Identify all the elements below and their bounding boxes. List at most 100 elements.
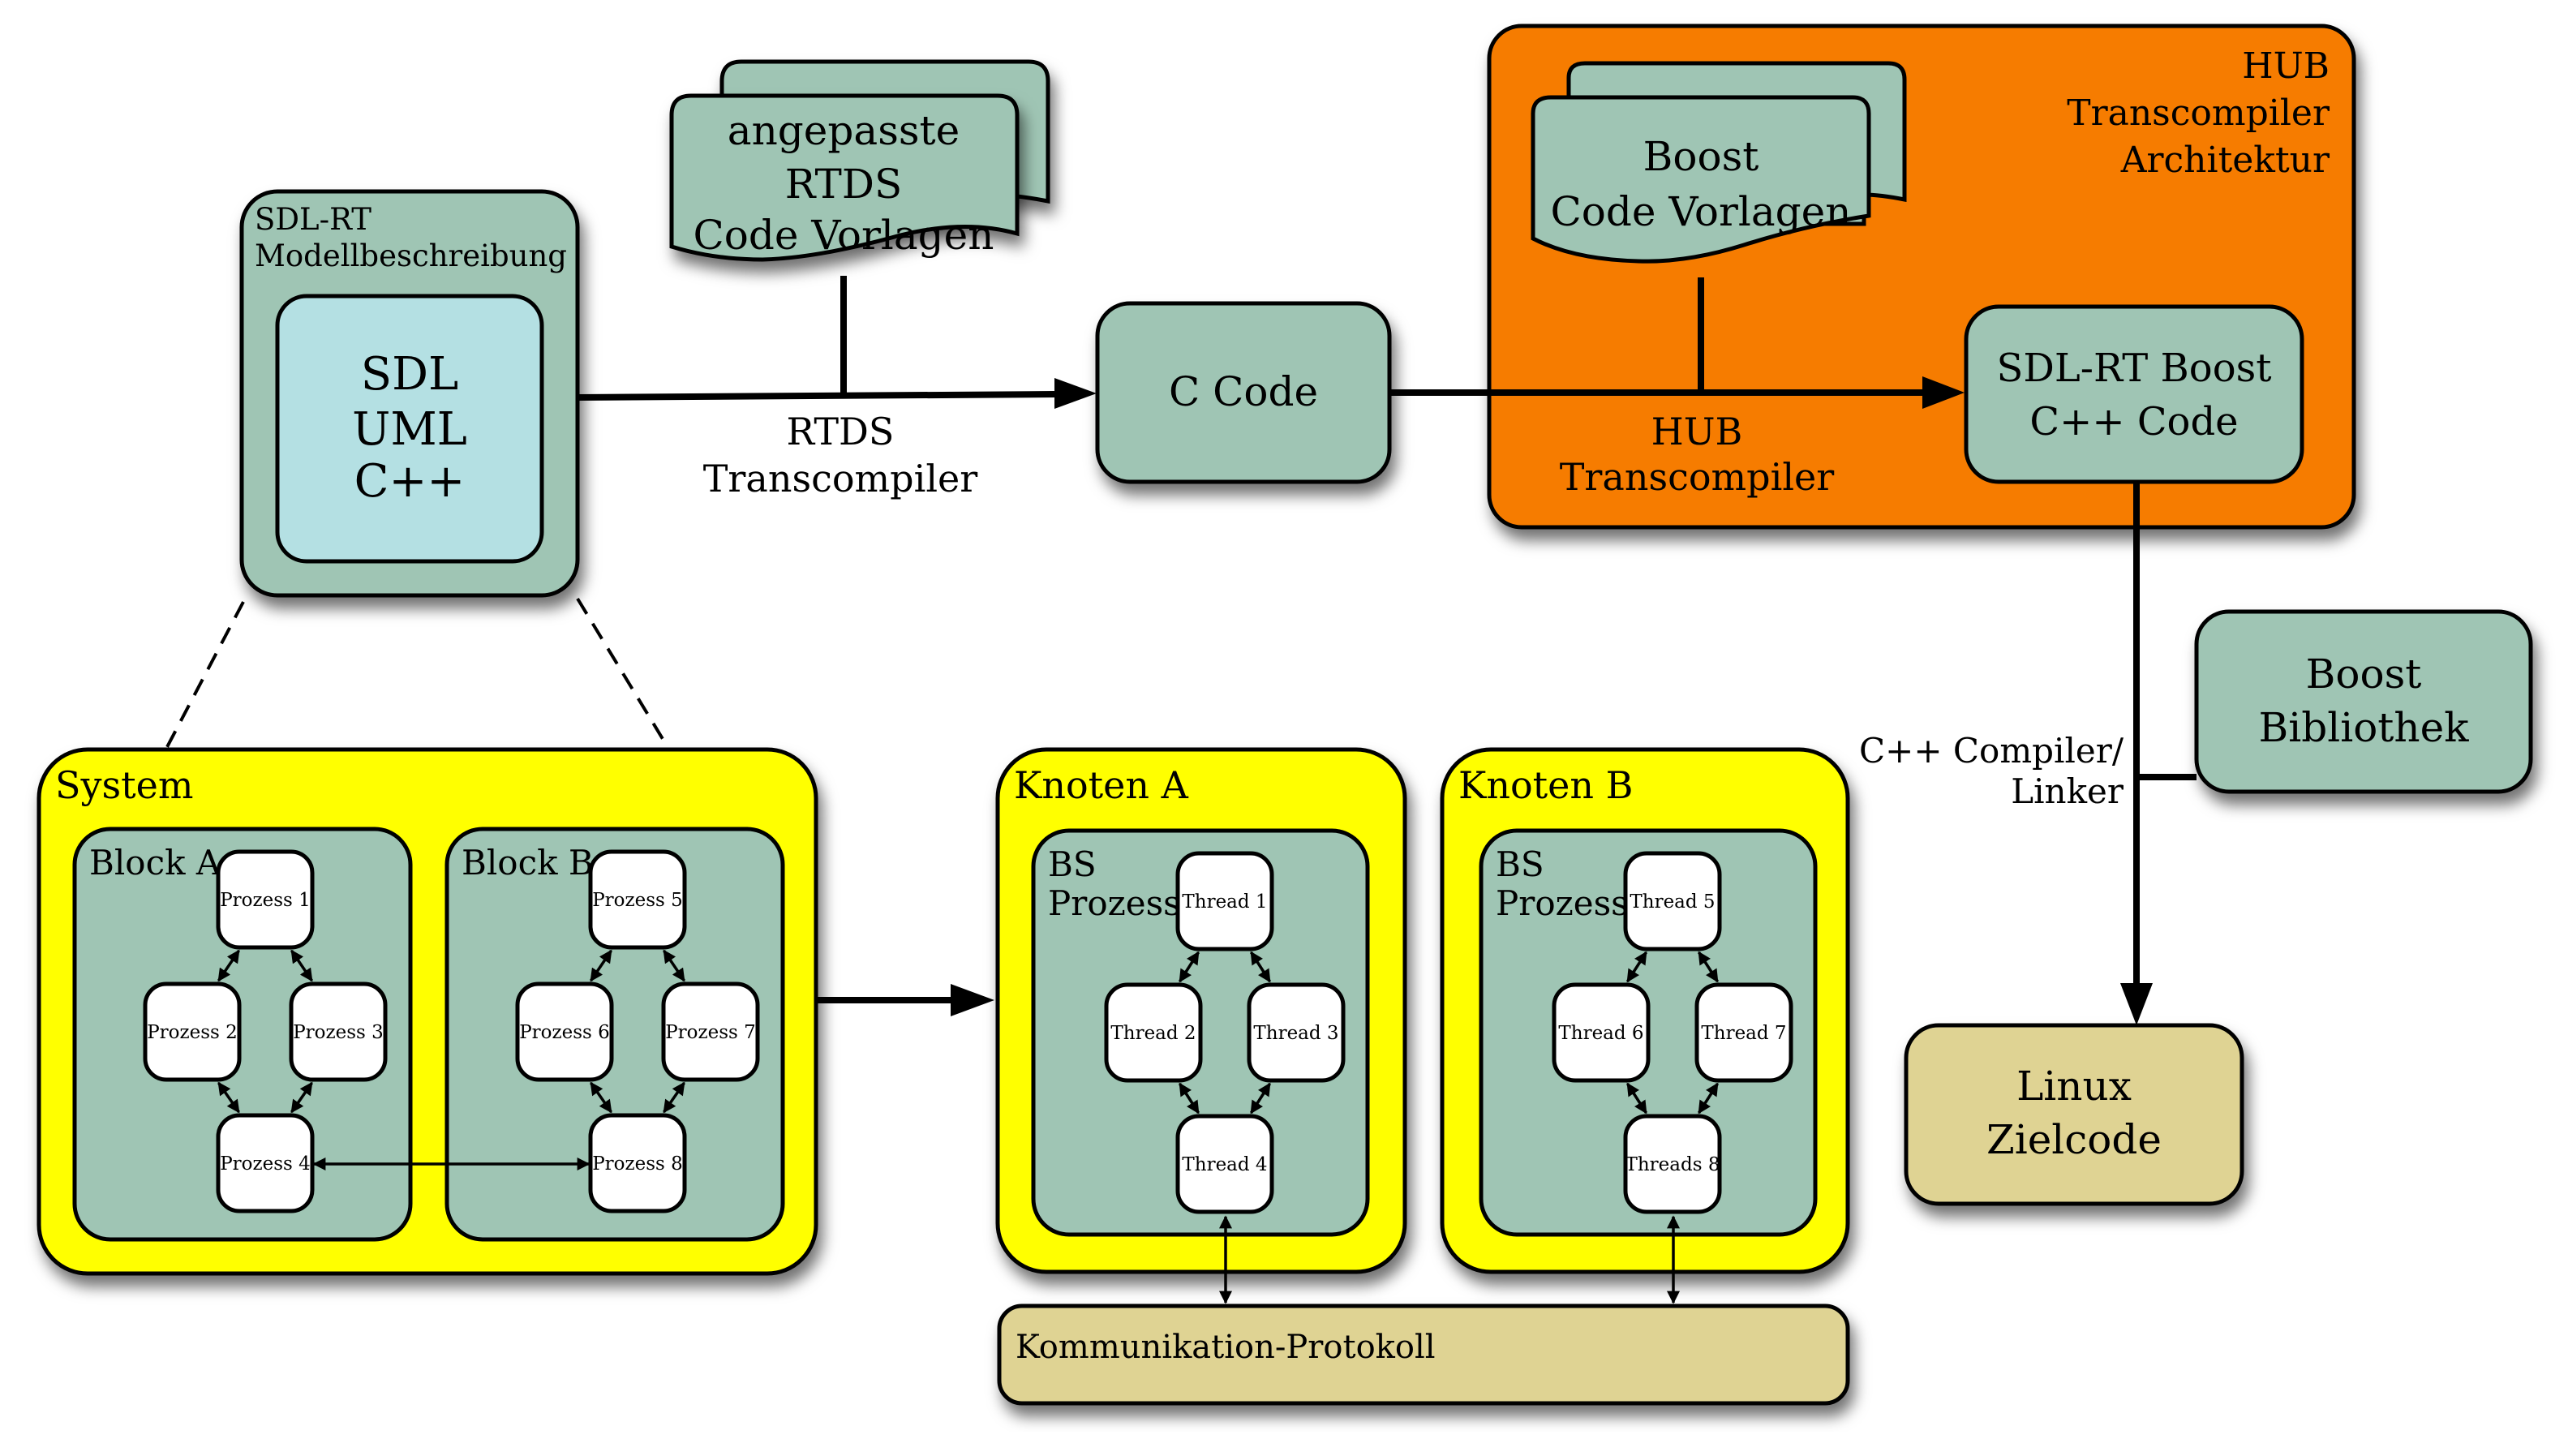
hub-title-line2: Transcompiler [2067,92,2330,134]
process-node[interactable]: Prozess 2 [143,981,242,1082]
process-node-rect [289,981,388,1082]
block-a-title-line1: Block A [89,843,221,883]
process-node-label: Prozess 4 [220,1153,311,1175]
process-node-label: Prozess 7 [665,1022,756,1043]
process-node-rect [216,1113,315,1213]
thread-node-rect [1552,982,1651,1083]
deployment-arrowhead [951,984,994,1016]
thread-node-label: Thread 2 [1110,1023,1196,1044]
boost-library-line1: Boost [2306,651,2422,698]
linux-target-line2: Zielcode [1986,1116,2162,1163]
model-inner [275,294,544,564]
hub-transcompiler-arrowhead [1922,376,1965,409]
thread-node[interactable]: Thread 1 [1175,851,1274,951]
system-blocks: Block A Prozess 1 Prozess 2 Prozess 3 Prozes… [72,827,785,1242]
protocol-box[interactable]: Kommunikation-Protokoll [997,1304,1850,1406]
process-node[interactable]: Prozess 1 [216,849,315,950]
block-b-rect [444,827,785,1242]
linux-target-box[interactable]: Linux Zielcode [1904,1023,2244,1206]
process-node-label: Prozess 1 [220,890,311,911]
thread-node[interactable]: Thread 6 [1552,982,1651,1083]
rtds-transcompiler-label-line2: Transcompiler [703,457,978,500]
model-title-line1: SDL-RT [255,202,371,237]
node-b-title: Knoten B [1458,763,1633,807]
process-node[interactable]: Prozess 5 [588,849,687,950]
thread-node[interactable]: Threads 8 [1623,1114,1722,1214]
thread-node-rect [1175,851,1274,951]
model-description-box[interactable]: SDL-RT Modellbeschreibung SDL UML C++ [239,189,580,598]
thread-node-label: Thread 5 [1630,891,1715,913]
thread-node[interactable]: Thread 5 [1623,851,1722,951]
thread-node[interactable]: Thread 2 [1104,982,1203,1083]
rtds-templates-front-page [669,93,1020,262]
thread-node-rect [1623,1114,1722,1214]
process-node-rect [515,981,614,1082]
boost-cpp-code-line1: SDL-RT Boost [1996,346,2271,391]
protocol-rect [997,1304,1850,1406]
rtds-templates-line3: Code Vorlagen [694,212,994,259]
thread-node-rect [1694,982,1793,1083]
process-node-rect [588,1113,687,1213]
boost-cpp-code-rect [1964,304,2304,484]
rtds-transcompiler-arrow [577,391,1055,401]
process-node[interactable]: Prozess 6 [515,981,614,1082]
process-node-link [290,949,313,982]
block-a-rect [72,827,413,1242]
node-a-title: Knoten A [1014,763,1189,807]
os-process-b-title-line1: BS [1496,844,1544,884]
thread-node-link [1179,1082,1200,1115]
thread-node[interactable]: Thread 4 [1175,1114,1274,1214]
thread-node-link [1626,951,1647,983]
boost-cpp-code-box[interactable]: SDL-RT Boost C++ Code [1964,304,2304,484]
thread-node-rect [1175,1114,1274,1214]
block-a[interactable]: Block A Prozess 1 Prozess 2 Prozess 3 Prozes… [72,827,413,1242]
linux-target-rect [1904,1023,2244,1206]
hub-transcompiler-label-line1: HUB [1651,410,1743,453]
hub-transcompiler-label-line2: Transcompiler [1560,455,1835,499]
boost-cpp-code-line2: C++ Code [2029,399,2238,445]
process-node-link [217,949,240,982]
os-process-b-title-line2: Prozess [1496,883,1629,923]
c-code-box[interactable]: C Code [1095,301,1392,484]
process-node-label: Prozess 6 [519,1022,610,1043]
process-node[interactable]: Prozess 4 [216,1113,315,1213]
thread-node-rect [1247,982,1346,1083]
thread-node-link [1250,951,1271,983]
boost-library-rect [2194,609,2533,794]
model-lang-cpp: C++ [354,455,466,508]
process-node-label: Prozess 2 [147,1022,238,1043]
thread-node[interactable]: Thread 7 [1694,982,1793,1083]
boost-templates-line2: Code Vorlagen [1551,188,1852,235]
process-node-rect [661,981,760,1082]
thread-node[interactable]: Thread 3 [1247,982,1346,1083]
thread-node-rect [1623,851,1722,951]
protocol-label: Kommunikation-Protokoll [1016,1329,1436,1366]
system-title: System [55,763,193,807]
os-process-a-title-line1: BS [1048,844,1097,884]
compiler-label-line1: C++ Compiler/ [1859,731,2124,771]
boost-templates-front-page [1531,95,1871,264]
boost-templates-doc[interactable]: Boost Code Vorlagen [1531,61,1907,264]
process-node-label: Prozess 8 [592,1153,683,1175]
process-node[interactable]: Prozess 7 [661,981,760,1082]
process-node[interactable]: Prozess 8 [588,1113,687,1213]
rtds-templates-doc[interactable]: angepasste RTDS Code Vorlagen [669,59,1050,262]
process-node-rect [216,849,315,950]
rtds-templates-line1: angepasste [728,107,960,154]
rtds-transcompiler-arrowhead [1054,378,1097,409]
compiler-label-line2: Linker [2011,771,2124,811]
thread-node-label: Thread 4 [1182,1154,1267,1175]
block-b-title-line1: Block B [462,843,594,883]
process-node-link [217,1081,240,1114]
thread-node-link [1179,951,1200,983]
hub-title-line1: HUB [2242,45,2330,87]
linux-target-line1: Linux [2016,1063,2132,1110]
process-node-link [590,1081,612,1114]
process-node-link [663,949,685,982]
process-node[interactable]: Prozess 3 [289,981,388,1082]
boost-library-box[interactable]: Boost Bibliothek [2194,609,2533,794]
